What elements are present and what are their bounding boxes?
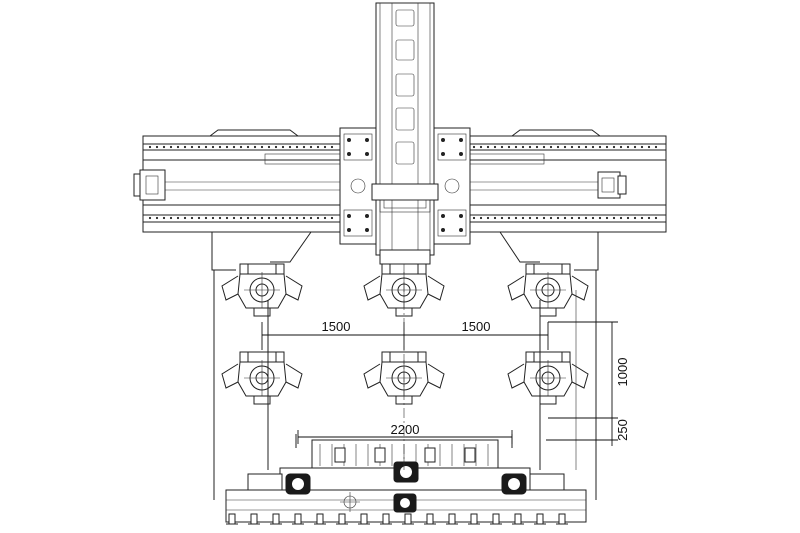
dim-label-250: 250 <box>615 419 630 441</box>
spindle-head <box>221 351 303 405</box>
dim-label-2200: 2200 <box>391 422 420 437</box>
dim-label-left-1500: 1500 <box>322 319 351 334</box>
dim-label-1000: 1000 <box>615 358 630 387</box>
dim-label-right-1500: 1500 <box>462 319 491 334</box>
columns <box>213 270 597 500</box>
crossbeam <box>133 129 667 271</box>
saddle <box>339 127 471 245</box>
spindle-head <box>221 263 303 317</box>
vertical-ram <box>375 2 435 256</box>
dimension-lines <box>261 264 618 470</box>
spindle-head <box>507 263 589 317</box>
spindle-heads <box>221 263 589 405</box>
spindle-head <box>507 351 589 405</box>
worktable <box>225 434 587 525</box>
